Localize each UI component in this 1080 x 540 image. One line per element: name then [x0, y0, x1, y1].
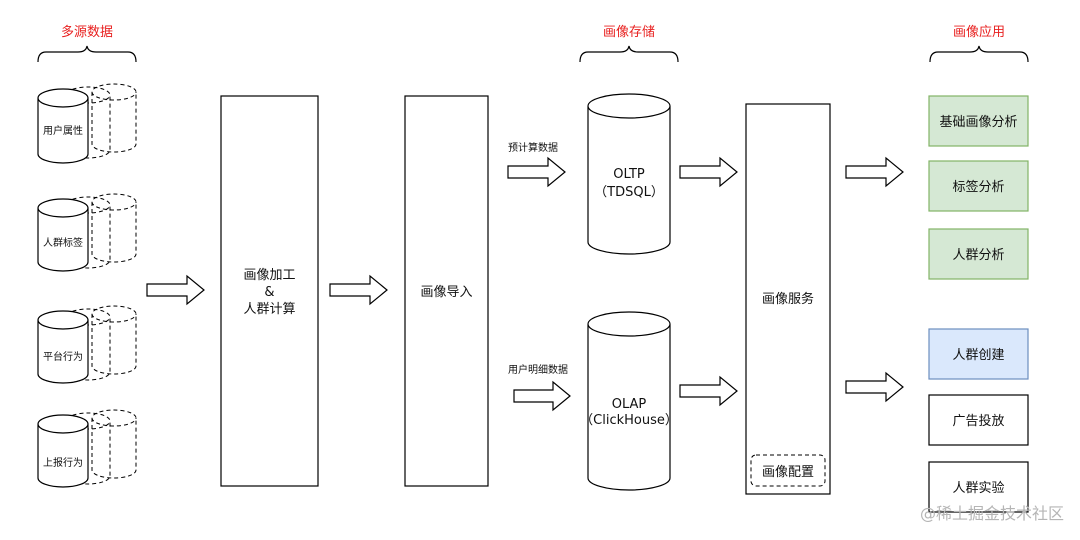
source-db-1: 人群标签	[37, 193, 137, 272]
app-label: 人群创建	[952, 348, 1004, 363]
oltp-name: OLTP	[613, 167, 645, 182]
source-db-3: 上报行为	[37, 409, 137, 488]
process-line-2: &	[264, 285, 274, 300]
process-box: 画像加工 & 人群计算	[220, 95, 319, 487]
source-db-2: 平台行为	[37, 305, 137, 384]
header-apps-label: 画像应用	[953, 24, 1005, 40]
app-label: 基础画像分析	[939, 115, 1017, 130]
source-label: 人群标签	[43, 236, 83, 249]
flow-arrow-icon	[845, 156, 904, 188]
import-box: 画像导入	[404, 95, 489, 487]
import-rect	[404, 95, 489, 487]
database-icon	[587, 311, 671, 491]
db-shadow	[91, 193, 137, 263]
app-rect	[928, 328, 1029, 380]
oltp-input-label: 预计算数据	[508, 141, 558, 154]
olap-db: OLAP （ClickHouse）	[580, 311, 678, 491]
brace	[37, 45, 137, 63]
service-box: 画像服务 画像配置	[745, 103, 831, 495]
flow-arrow-icon	[845, 371, 904, 403]
database-icon	[37, 414, 89, 488]
database-icon	[37, 198, 89, 272]
olap-name: OLAP	[612, 397, 647, 412]
app-label: 人群分析	[952, 248, 1004, 263]
database-icon	[587, 93, 671, 255]
flow-arrow-icon	[513, 380, 571, 412]
service-rect	[745, 103, 831, 495]
config-box	[750, 454, 826, 487]
database-icon	[37, 310, 89, 384]
service-label: 画像服务	[762, 291, 814, 307]
header-sources-label: 多源数据	[61, 24, 113, 40]
app-box: 人群实验	[928, 461, 1029, 513]
source-db-0: 用户属性	[37, 83, 137, 164]
app-rect	[928, 95, 1029, 147]
brace	[929, 45, 1029, 63]
flow-arrow-icon	[679, 375, 738, 407]
app-box: 广告投放	[928, 394, 1029, 446]
db-shadow	[91, 305, 137, 375]
app-box: 人群创建	[928, 328, 1029, 380]
header-sources: 多源数据	[37, 24, 137, 63]
watermark-text: @稀土掘金技术社区	[920, 504, 1064, 523]
process-line-3: 人群计算	[243, 302, 295, 317]
app-box: 人群分析	[928, 228, 1029, 280]
oltp-db: OLTP （TDSQL）	[587, 93, 671, 255]
db-shadow	[91, 83, 137, 153]
olap-input-label: 用户明细数据	[508, 363, 568, 376]
process-rect	[220, 95, 319, 487]
brace	[579, 45, 679, 63]
database-icon	[37, 88, 89, 164]
header-storage: 画像存储	[579, 25, 679, 63]
source-label: 用户属性	[43, 124, 83, 137]
source-label: 上报行为	[43, 456, 83, 469]
header-storage-label: 画像存储	[603, 25, 655, 40]
flow-arrow-icon	[146, 274, 205, 306]
app-label: 广告投放	[952, 413, 1004, 429]
oltp-engine: （TDSQL）	[594, 185, 664, 200]
flow-arrow-icon	[679, 156, 738, 188]
flow-arrow-icon	[507, 156, 566, 188]
app-label: 人群实验	[952, 480, 1004, 496]
db-shadow	[91, 409, 137, 479]
app-box: 标签分析	[928, 160, 1029, 212]
app-rect	[928, 228, 1029, 280]
process-line-1: 画像加工	[243, 268, 295, 283]
header-apps: 画像应用	[929, 24, 1029, 63]
app-rect	[928, 461, 1029, 513]
app-label: 标签分析	[952, 179, 1004, 195]
source-label: 平台行为	[43, 350, 83, 363]
config-label: 画像配置	[762, 465, 814, 480]
olap-engine: （ClickHouse）	[580, 413, 678, 428]
flow-arrow-icon	[329, 274, 388, 306]
app-box: 基础画像分析	[928, 95, 1029, 147]
import-label: 画像导入	[420, 285, 472, 300]
app-rect	[928, 160, 1029, 212]
app-rect	[928, 394, 1029, 446]
